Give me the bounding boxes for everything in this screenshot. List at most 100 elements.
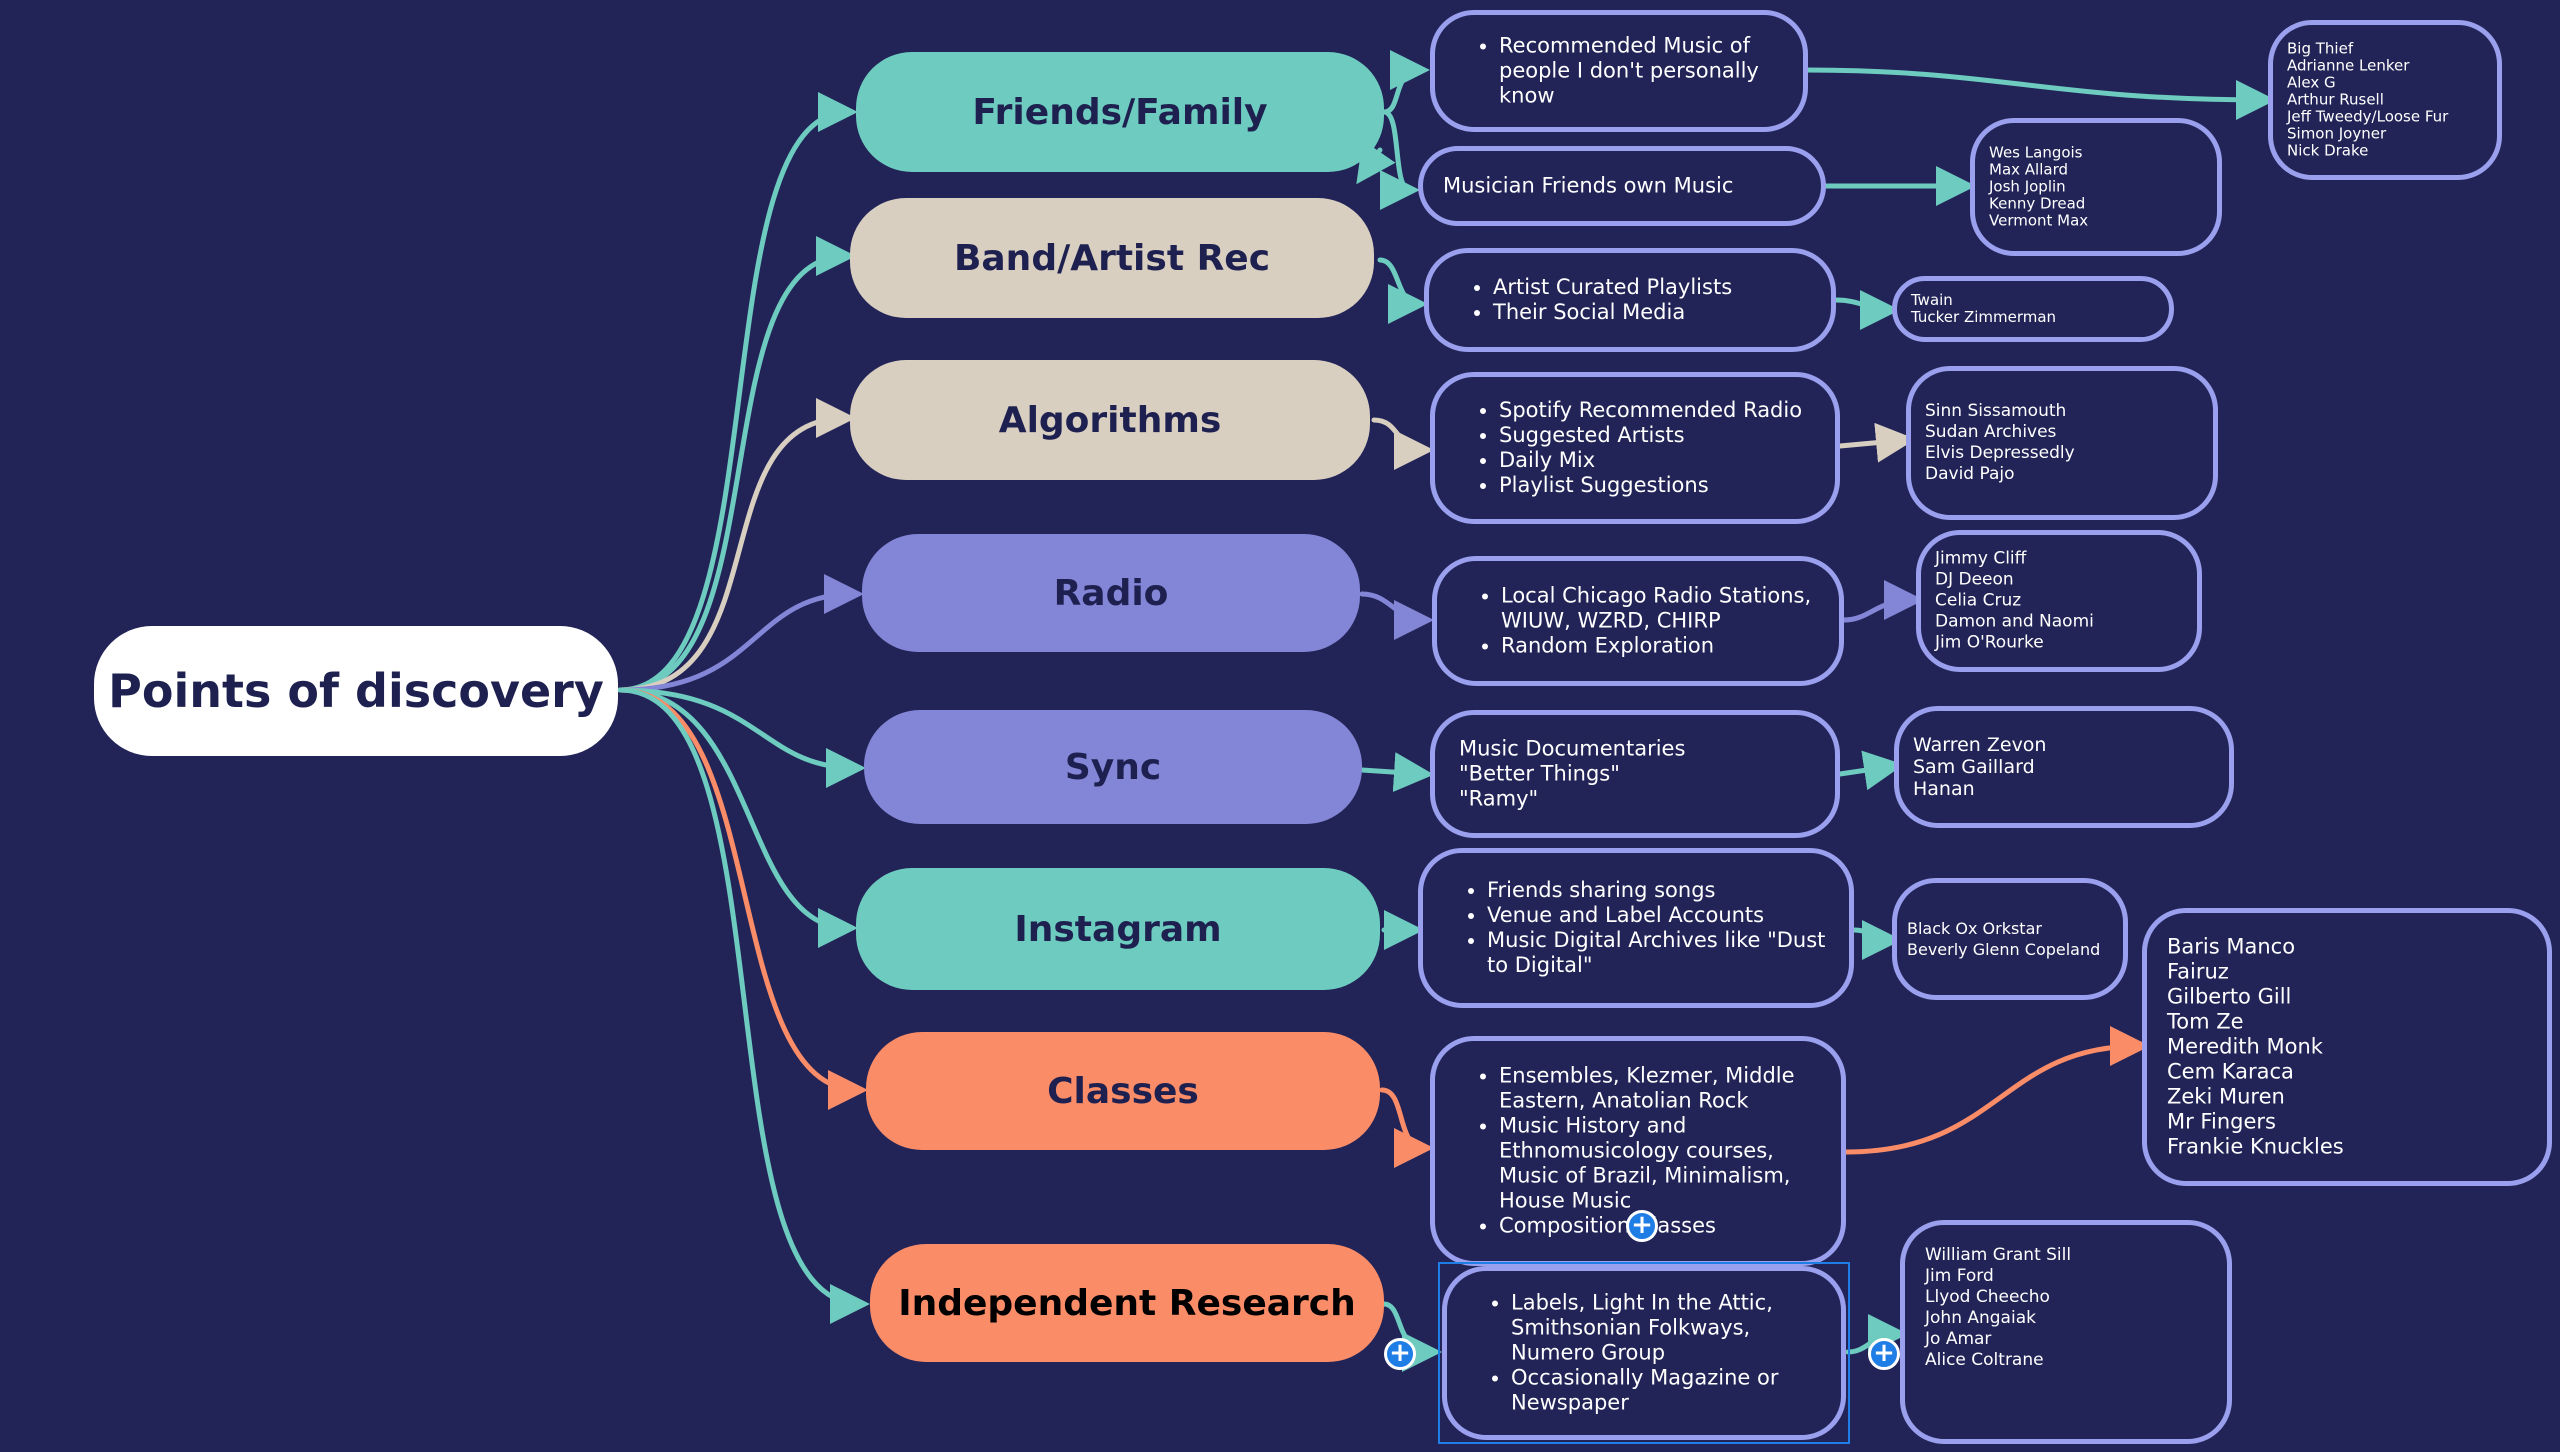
artist-name: Warren Zevon	[1913, 734, 2047, 756]
link-instagram-artists	[1851, 919, 1902, 960]
artists-classes[interactable]: Baris Manco Fairuz Gilberto Gill Tom Ze …	[2142, 908, 2552, 1186]
list-item: Daily Mix	[1499, 448, 1835, 473]
artist-name: Hanan	[1913, 778, 1975, 800]
source-research[interactable]: Labels, Light In the Attic, Smithsonian …	[1442, 1266, 1846, 1440]
source-text: Musician Friends own Music	[1443, 173, 1734, 198]
artist-name: Nick Drake	[2287, 141, 2369, 160]
selection-frame	[1438, 1262, 1850, 1444]
source-band[interactable]: Artist Curated Playlists Their Social Me…	[1424, 248, 1836, 352]
list-item: Their Social Media	[1493, 300, 1831, 325]
list-item: Playlist Suggestions	[1499, 473, 1835, 498]
artists-band[interactable]: Twain Tucker Zimmerman	[1892, 276, 2174, 342]
artist-name: Kenny Dread	[1989, 194, 2086, 213]
artist-name: Gilberto Gill	[2167, 984, 2292, 1009]
link-root-sync	[617, 687, 866, 788]
category-sync[interactable]: Sync	[864, 710, 1362, 824]
category-band-artist-rec[interactable]: Band/Artist Rec	[850, 198, 1374, 318]
list-item: Labels, Light In the Attic, Smithsonian …	[1511, 1291, 1823, 1366]
link-band-artists	[1833, 289, 1900, 330]
category-classes[interactable]: Classes	[866, 1032, 1380, 1150]
artist-name: Big Thief	[2287, 39, 2354, 58]
artist-name: Celia Cruz	[1935, 590, 2022, 611]
artist-name: Fairuz	[2167, 959, 2229, 984]
plus-icon[interactable]: +	[1384, 1338, 1416, 1370]
category-label: Algorithms	[998, 399, 1222, 441]
source-friends-musician[interactable]: Musician Friends own Music	[1418, 146, 1826, 226]
artist-name: David Pajo	[1925, 464, 2015, 484]
artists-sync[interactable]: Warren Zevon Sam Gaillard Hanan	[1894, 706, 2234, 828]
artists-instagram[interactable]: Black Ox Orkstar Beverly Glenn Copeland	[1892, 878, 2128, 1000]
root-node[interactable]: Points of discovery	[94, 626, 618, 756]
source-friends-recommended[interactable]: Recommended Music of people I don't pers…	[1430, 10, 1808, 132]
category-label: Friends/Family	[972, 91, 1268, 133]
source-line: "Better Things"	[1459, 761, 1620, 786]
artist-name: Baris Manco	[2167, 934, 2296, 959]
artist-name: Jim O'Rourke	[1935, 632, 2044, 653]
list-item: Composition Classes	[1499, 1214, 1821, 1239]
category-independent-research[interactable]: Independent Research	[870, 1244, 1384, 1362]
category-radio[interactable]: Radio	[862, 534, 1360, 652]
list-item: Spotify Recommended Radio	[1499, 398, 1835, 423]
artist-name: Simon Joyner	[2287, 124, 2387, 143]
source-line: "Ramy"	[1459, 786, 1539, 811]
list-item: Occasionally Magazine or Newspaper	[1511, 1366, 1823, 1416]
link-friends-a	[1381, 50, 1430, 115]
artist-name: Vermont Max	[1989, 211, 2089, 230]
artist-name: Jeff Tweedy/Loose Fur	[2287, 107, 2449, 126]
artist-name: Zeki Muren	[2167, 1084, 2285, 1109]
artists-research[interactable]: William Grant Sill Jim Ford Llyod Cheech…	[1900, 1220, 2232, 1444]
source-sync[interactable]: Music Documentaries "Better Things" "Ram…	[1430, 710, 1840, 838]
plus-icon[interactable]: +	[1868, 1338, 1900, 1370]
artist-name: Beverly Glenn Copeland	[1907, 940, 2101, 959]
list-item: Ensembles, Klezmer, Middle Eastern, Anat…	[1499, 1064, 1821, 1114]
link-root-algo	[617, 398, 856, 693]
list-item: Suggested Artists	[1499, 423, 1835, 448]
artist-name: Tom Ze	[2167, 1009, 2244, 1034]
link-friends-down	[1356, 139, 1396, 185]
source-instagram[interactable]: Friends sharing songs Venue and Label Ac…	[1418, 848, 1854, 1008]
artist-name: Black Ox Orkstar	[1907, 919, 2042, 938]
link-band-src	[1377, 257, 1428, 324]
link-root-friends	[617, 92, 858, 693]
artist-name: Cem Karaca	[2167, 1059, 2294, 1084]
category-label: Radio	[1053, 572, 1169, 614]
artist-name: Max Allard	[1989, 160, 2068, 179]
category-label: Independent Research	[898, 1282, 1356, 1324]
artists-friends-musician[interactable]: Wes Langois Max Allard Josh Joplin Kenny…	[1970, 118, 2222, 256]
source-line: Music Documentaries	[1459, 736, 1686, 761]
artist-name: Meredith Monk	[2167, 1034, 2323, 1059]
plus-icon[interactable]: +	[1626, 1210, 1658, 1242]
artist-name: William Grant Sill	[1925, 1245, 2072, 1265]
artist-name: Jim Ford	[1925, 1266, 1994, 1286]
artist-name: John Angaiak	[1925, 1308, 2036, 1328]
category-friends-family[interactable]: Friends/Family	[856, 52, 1384, 172]
link-sync-artists	[1837, 750, 1904, 791]
source-algorithms[interactable]: Spotify Recommended Radio Suggested Arti…	[1430, 372, 1840, 524]
artist-name: Llyod Cheecho	[1925, 1287, 2050, 1307]
category-label: Band/Artist Rec	[953, 237, 1271, 279]
artist-name: Tucker Zimmerman	[1911, 308, 2057, 326]
artist-name: Sam Gaillard	[1913, 756, 2035, 778]
link-radio-artists	[1841, 580, 1924, 623]
link-root-radio	[617, 574, 864, 693]
artist-name: Josh Joplin	[1989, 177, 2066, 196]
artist-name: Damon and Naomi	[1935, 611, 2094, 632]
artists-friends-recommended[interactable]: Big Thief Adrianne Lenker Alex G Arthur …	[2268, 20, 2502, 180]
list-item: Venue and Label Accounts	[1487, 903, 1829, 928]
list-item: Random Exploration	[1501, 634, 1839, 659]
category-algorithms[interactable]: Algorithms	[850, 360, 1370, 480]
artists-algorithms[interactable]: Sinn Sissamouth Sudan Archives Elvis Dep…	[1906, 366, 2218, 520]
list-item: Music History and Ethnomusicology course…	[1499, 1114, 1821, 1214]
artist-name: Wes Langois	[1989, 143, 2083, 162]
source-radio[interactable]: Local Chicago Radio Stations, WIUW, WZRD…	[1432, 556, 1844, 686]
category-label: Instagram	[1014, 908, 1222, 950]
link-classes-src	[1379, 1087, 1434, 1168]
link-root-classes	[617, 687, 868, 1110]
link-friends-b	[1379, 109, 1420, 210]
artists-radio[interactable]: Jimmy Cliff DJ Deeon Celia Cruz Damon an…	[1916, 530, 2202, 672]
artist-name: Elvis Depressedly	[1925, 443, 2075, 463]
artist-name: Sudan Archives	[1925, 422, 2057, 442]
artist-name: Alice Coltrane	[1925, 1350, 2044, 1370]
category-instagram[interactable]: Instagram	[856, 868, 1380, 990]
